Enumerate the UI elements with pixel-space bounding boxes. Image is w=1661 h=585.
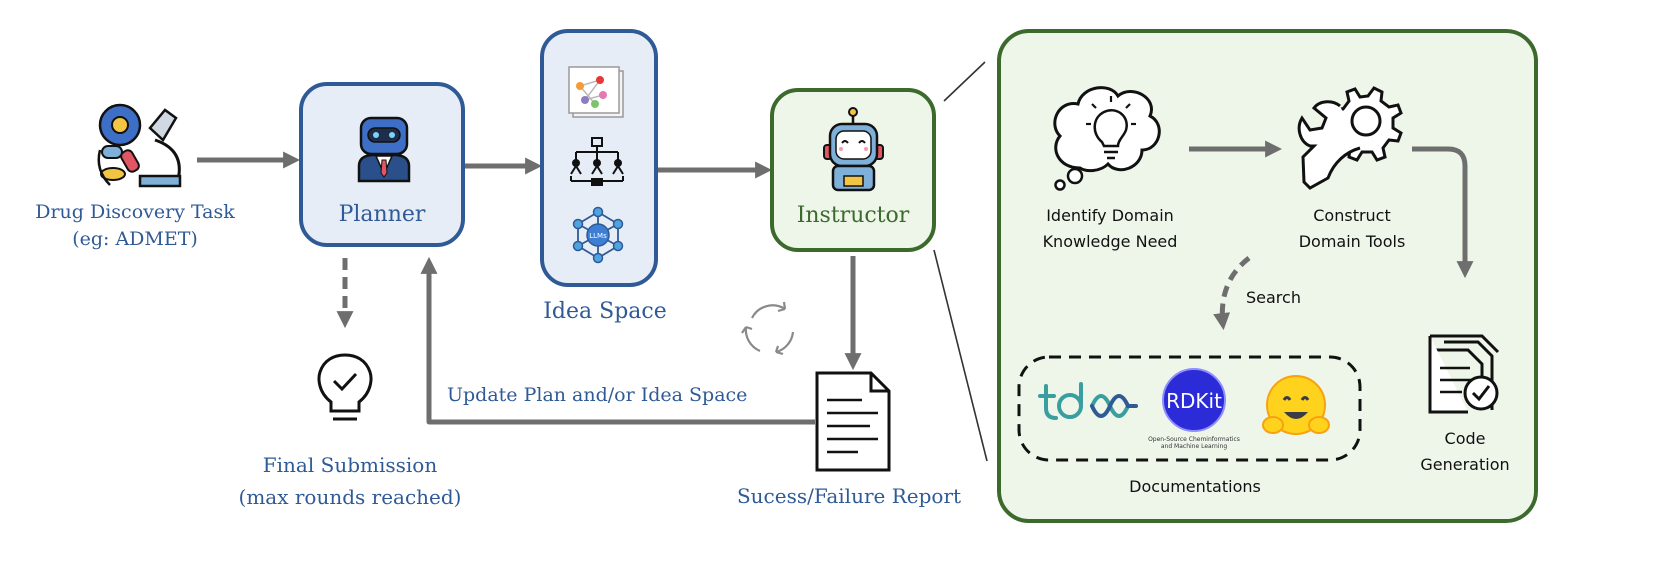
final-label-line2: (max rounds reached) [238, 485, 462, 509]
documentations-label: Documentations [1129, 477, 1261, 496]
tdc-logo [1038, 382, 1138, 420]
arrow-construct-to-code [1412, 146, 1474, 279]
zoom-line-top [943, 61, 986, 102]
task-label-line2: (eg: ADMET) [72, 228, 198, 250]
report-label: Sucess/Failure Report [736, 484, 962, 508]
code-line1: Code [1444, 429, 1486, 448]
svg-text:LLMs: LLMs [589, 232, 607, 240]
cycle-icon [741, 301, 795, 356]
code-document-check-icon [1428, 334, 1500, 414]
tree-diagram-icon [570, 137, 624, 186]
identify-line2: Knowledge Need [1042, 232, 1178, 251]
planner-label: Planner [338, 202, 426, 227]
identify-line1: Identify Domain [1046, 206, 1174, 225]
task-label: Drug Discovery Task (eg: ADMET) [20, 199, 250, 253]
microscope-lab-icon [97, 103, 182, 188]
final-submission-label: Final Submission (max rounds reached) [210, 449, 490, 513]
arrow-report-to-planner [420, 256, 815, 425]
rdkit-logo [1162, 368, 1226, 432]
wrench-gear-icon [1297, 86, 1403, 190]
huggingface-logo [1262, 375, 1330, 435]
construct-label: Construct Domain Tools [1272, 203, 1432, 255]
zoom-line-bottom [933, 249, 988, 462]
rdkit-logo-subtext1: Open-Source Cheminformatics [1148, 436, 1240, 443]
code-line2: Generation [1420, 455, 1510, 474]
rdkit-logo-subtext2: and Machine Learning [1161, 443, 1227, 450]
scatter-graph-icon [568, 66, 624, 118]
rdkit-logo-text: RDKit [1166, 389, 1222, 413]
final-label-line1: Final Submission [262, 453, 438, 477]
robot-businessman-icon [357, 116, 411, 183]
identify-label: Identify Domain Knowledge Need [1020, 203, 1200, 255]
code-generation-label: Code Generation [1410, 426, 1520, 478]
robot-icon [823, 107, 884, 192]
idea-space-label: Idea Space [543, 299, 667, 324]
search-label: Search [1246, 288, 1301, 307]
llm-network-icon: LLMs [572, 206, 624, 264]
thought-bulb-icon [1053, 86, 1161, 191]
construct-line1: Construct [1313, 206, 1391, 225]
document-icon [815, 371, 891, 472]
lightbulb-check-icon [317, 353, 373, 421]
docs-box [1017, 355, 1362, 462]
instructor-label: Instructor [796, 203, 910, 228]
update-plan-label: Update Plan and/or Idea Space [447, 384, 748, 406]
arrow-search [1213, 256, 1251, 331]
task-label-line1: Drug Discovery Task [35, 201, 235, 223]
construct-line2: Domain Tools [1298, 232, 1406, 251]
